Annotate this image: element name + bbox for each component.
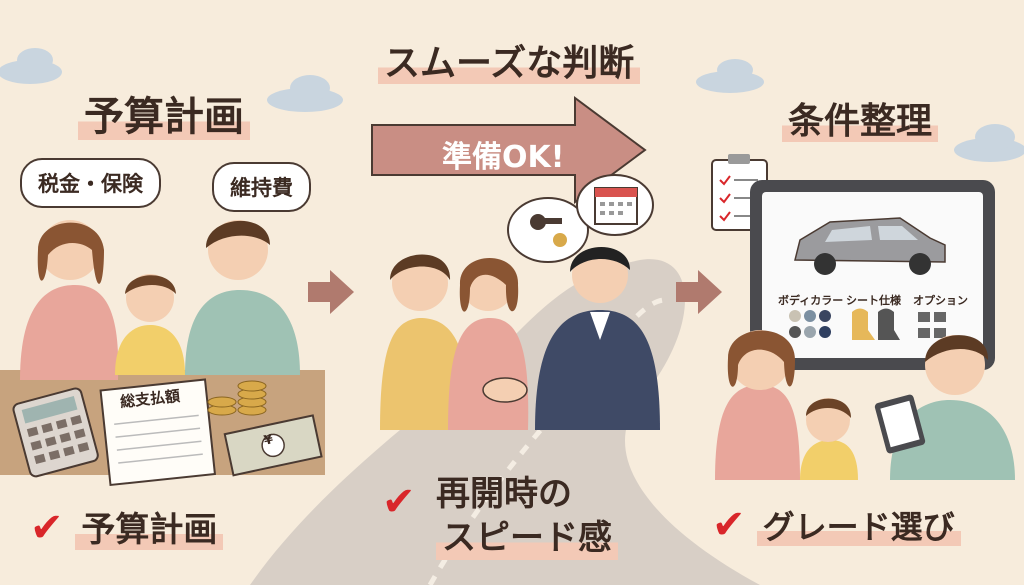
option-label-body-color: ボディカラー: [778, 294, 844, 307]
option-icons: [918, 312, 946, 338]
middle-title: スムーズな判断: [378, 34, 641, 86]
color-swatches: [789, 310, 831, 338]
child-figure-right: [800, 398, 858, 480]
calculator-icon: [12, 387, 99, 478]
car-icon: [794, 217, 946, 275]
thought-bubble: [507, 197, 589, 263]
speech-bubble-maintenance: 維持費: [212, 162, 311, 212]
arrow-icon: [676, 270, 722, 314]
left-title: 予算計画: [78, 84, 250, 142]
banner-text: 準備OK!: [442, 140, 565, 175]
checkmark-icon: ✔: [382, 479, 416, 525]
arrow-icon: [308, 270, 354, 314]
mother-figure: [20, 220, 119, 380]
banknote-icon: [223, 414, 323, 477]
right-check-item: ✔ グレード選び: [712, 502, 961, 548]
middle-check-item: ✔ 再開時の スピード感: [382, 472, 618, 560]
speech-bubble-tax: 税金・保険: [20, 158, 161, 208]
wife-figure: [448, 257, 529, 430]
option-label-options: オプション: [913, 294, 968, 307]
coins-icon: [207, 380, 267, 416]
middle-check-line2: スピード感: [436, 516, 618, 560]
father-figure-right: [874, 335, 1015, 480]
seat-icon: [852, 308, 900, 340]
left-check-text: 予算計画: [75, 510, 224, 550]
checkmark-icon: ✔: [30, 505, 64, 551]
left-title-text: 予算計画: [78, 94, 250, 140]
calendar-icon: [594, 187, 638, 225]
middle-title-text: スムーズな判断: [378, 43, 641, 84]
option-label-seat: シート仕様: [846, 294, 901, 307]
road-line: [427, 297, 666, 585]
checkmark-icon: ✔: [712, 502, 746, 548]
mother-figure-right: [715, 330, 800, 480]
salesman-figure: [535, 246, 660, 430]
notebook-icon: [99, 378, 217, 487]
key-icon: [530, 214, 567, 247]
handshake: [482, 377, 528, 403]
child-figure: [115, 274, 185, 375]
right-check-text: グレード選び: [756, 508, 961, 546]
middle-check-line1: 再開時の: [436, 474, 572, 514]
father-figure: [185, 220, 300, 375]
right-title: 条件整理: [782, 92, 939, 144]
husband-figure: [380, 254, 470, 430]
left-check-item: ✔ 予算計画: [30, 502, 224, 551]
right-title-text: 条件整理: [782, 101, 939, 142]
cloud-icon: [0, 48, 1024, 162]
